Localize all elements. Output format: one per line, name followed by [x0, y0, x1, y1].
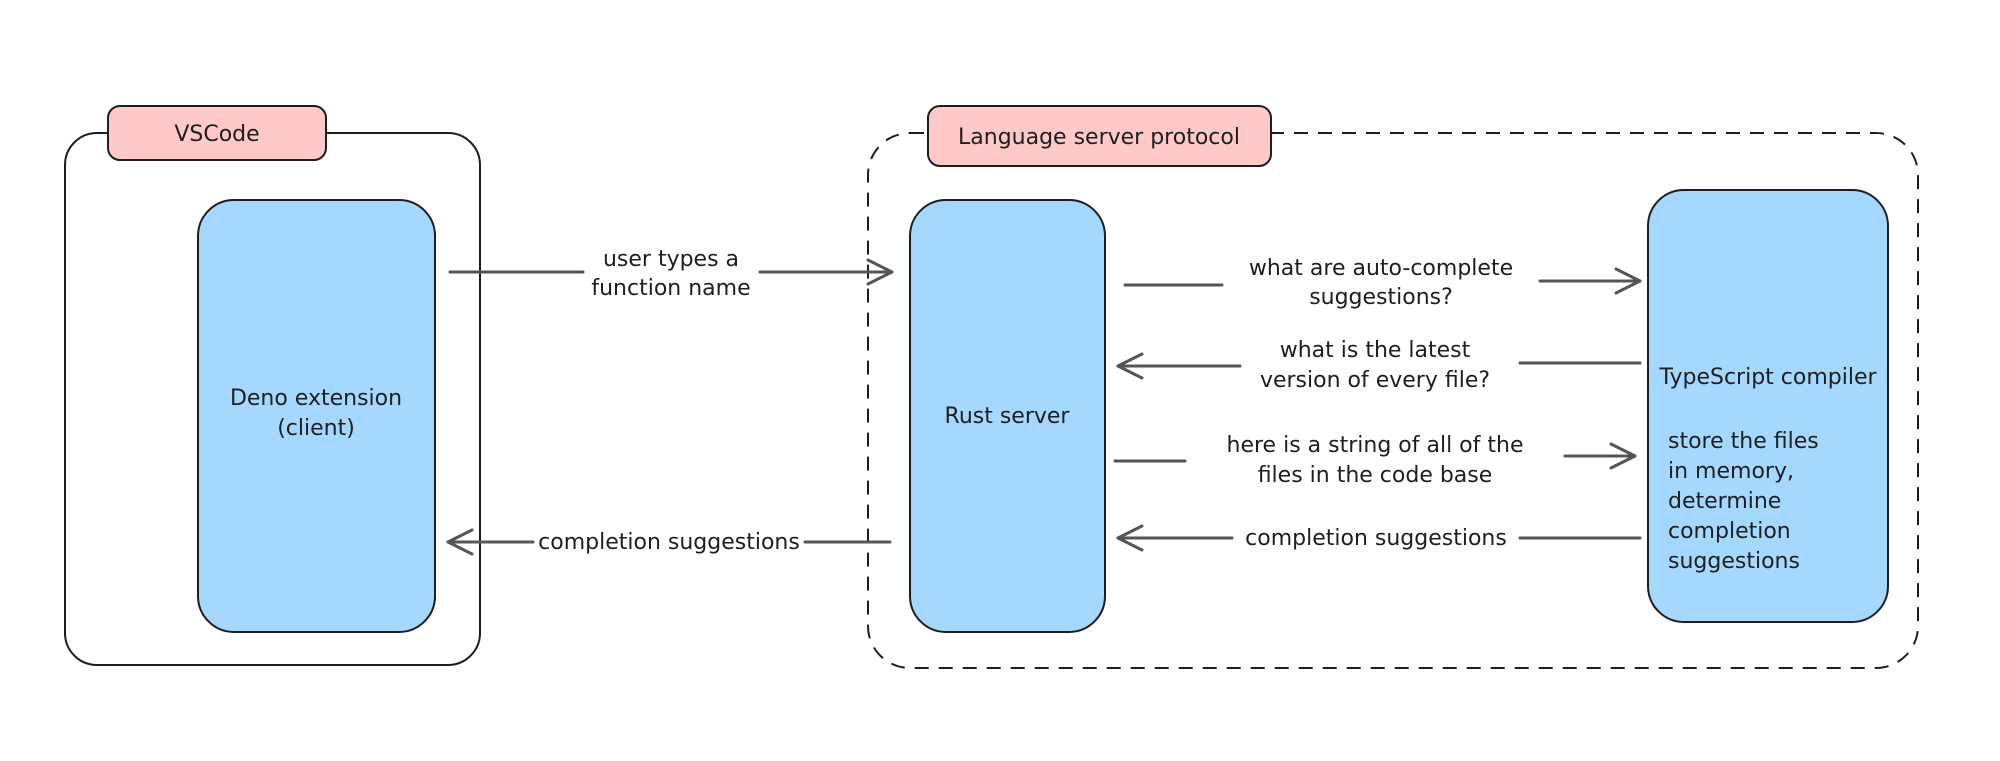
lsp-group-tag: [927, 105, 1272, 167]
lsp-group-label: Language server protocol: [958, 125, 1240, 150]
vscode-group-label: VSCode: [174, 122, 259, 147]
vscode-group-tag: [107, 105, 327, 161]
edge-completion-to-client-arrowhead: [446, 528, 474, 556]
deno-extension-node: [197, 199, 436, 633]
typescript-compiler-node: [1647, 189, 1889, 623]
edge-latest-version-label-1: what is the latest: [1280, 338, 1471, 363]
edge-string-of-files-label-2: files in the code base: [1258, 463, 1493, 488]
edge-what-autocomplete-label-2: suggestions?: [1309, 285, 1453, 310]
rust-server-label: Rust server: [945, 404, 1071, 429]
edge-string-of-files-label-1: here is a string of all of the: [1227, 433, 1524, 458]
edge-latest-version-arrowhead: [1116, 352, 1144, 380]
lsp-group-box: [867, 132, 1919, 669]
edge-what-autocomplete: what are auto-complete suggestions?: [1123, 256, 1642, 310]
edge-what-autocomplete-arrowhead: [1614, 267, 1642, 295]
edge-completion-to-server-arrowhead: [1116, 524, 1144, 552]
typescript-compiler-note-2: in memory,: [1668, 459, 1794, 484]
typescript-compiler-title: TypeScript compiler: [1658, 365, 1877, 390]
edge-completion-to-client-label: completion suggestions: [538, 530, 800, 555]
typescript-compiler-note-3: determine: [1668, 489, 1781, 514]
edge-latest-version: what is the latest version of every file…: [1116, 338, 1642, 393]
edge-completion-to-server-label: completion suggestions: [1245, 526, 1507, 551]
edge-what-autocomplete-label-1: what are auto-complete: [1249, 256, 1513, 281]
edge-user-types-arrowhead: [866, 258, 894, 286]
typescript-compiler-note-5: suggestions: [1668, 549, 1800, 574]
deno-extension-label-line1: Deno extension: [230, 386, 402, 411]
edge-completion-to-client: completion suggestions: [446, 528, 892, 556]
edge-user-types: user types a function name: [448, 247, 894, 301]
edge-string-of-files-arrowhead: [1609, 442, 1637, 470]
deno-extension-label-line2: (client): [277, 416, 355, 441]
edge-user-types-label-1: user types a: [603, 247, 739, 272]
rust-server-node: [909, 199, 1106, 633]
edge-string-of-files: here is a string of all of the files in …: [1113, 433, 1637, 488]
typescript-compiler-note-4: completion: [1668, 519, 1791, 544]
edge-user-types-label-2: function name: [591, 276, 750, 301]
edge-completion-to-server: completion suggestions: [1116, 524, 1642, 552]
edge-latest-version-label-2: version of every file?: [1260, 368, 1490, 393]
typescript-compiler-note-1: store the files: [1668, 429, 1819, 454]
